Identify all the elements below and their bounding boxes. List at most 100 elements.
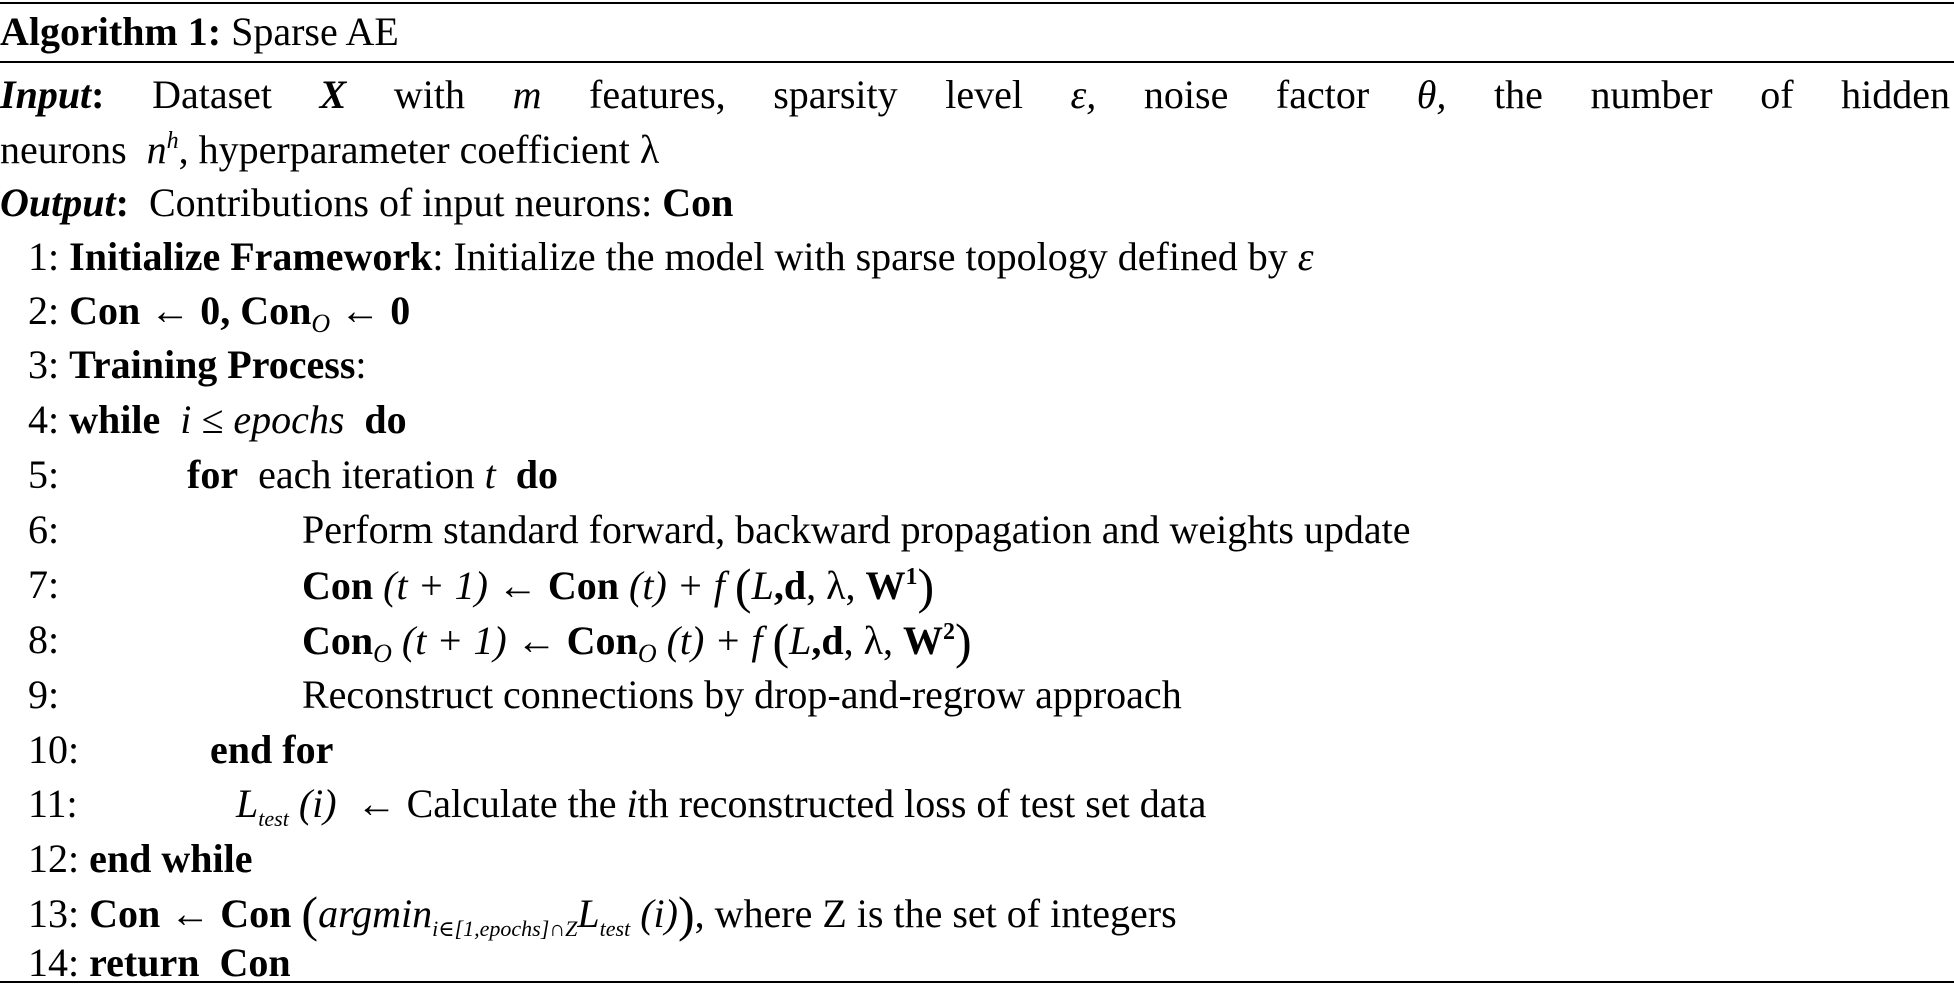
step-4-condition: i ≤ epochs (180, 397, 345, 442)
var-d: ,d (811, 618, 844, 663)
var-L: L (789, 618, 812, 663)
step-3-keyword: Training Process (69, 342, 356, 387)
input-label: Input (0, 72, 92, 117)
return-value: Con (219, 940, 291, 985)
plus-f: + f (676, 563, 725, 608)
step-9-line: Reconstruct connections by drop-and-regr… (302, 672, 1182, 717)
step-4-line: 4: while i ≤ epochs do (28, 400, 407, 440)
output-line: Output: Contributions of input neurons: … (0, 180, 734, 225)
input-line2-suffix: , hyperparameter coefficient λ (178, 127, 660, 172)
input-word: Dataset (152, 72, 273, 117)
t-paren: (t) (666, 618, 705, 663)
argmin-subscript: i∈[1,epochs]∩Z (432, 916, 578, 941)
input-word: the (1493, 72, 1543, 117)
step-13-text: , where Z is the set of integers (694, 891, 1177, 936)
input-word: ε, (1070, 72, 1097, 117)
step-11-line: Ltest (i) ← Calculate the ith reconstruc… (236, 784, 1206, 830)
input-word: noise (1143, 72, 1229, 117)
end-while-keyword: end while (89, 836, 253, 881)
zero: 0 (390, 288, 411, 333)
step-7-line: Con (t + 1) ← Con (t) + f (L,d, λ, W1) (302, 561, 934, 611)
header-rule (0, 61, 1954, 63)
arrow: ← (170, 891, 211, 936)
step-number: 10: (28, 727, 80, 772)
step-14-line: 14: return Con (28, 943, 291, 983)
weight-w: W (903, 618, 944, 663)
input-word: factor (1275, 72, 1370, 117)
colon: : (355, 342, 367, 387)
input-line-1: Input: Dataset X with m features, sparsi… (0, 75, 1950, 115)
step-8-line: ConO (t + 1) ← ConO (t) + f (L,d, λ, W2) (302, 616, 972, 668)
step-number: 2: (28, 288, 60, 333)
var-L: L (236, 781, 259, 826)
left-paren: ( (772, 613, 790, 669)
arrow: ← (356, 781, 397, 826)
lambda: , λ, (843, 618, 904, 663)
step-5-text: each iteration (258, 452, 475, 497)
do-keyword: do (364, 397, 407, 442)
superscript-2: 2 (943, 619, 956, 645)
subscript-o: O (311, 309, 331, 338)
right-paren: ) (917, 558, 935, 614)
var-L: L (577, 891, 600, 936)
argmin: argmin (318, 891, 433, 936)
input-label-wrap: Input: (0, 72, 105, 117)
right-paren: ) (677, 886, 695, 942)
left-paren: ( (734, 558, 752, 614)
input-h: h (166, 128, 179, 154)
con: Con (220, 891, 292, 936)
subscript-test: test (599, 916, 631, 941)
zero: 0, (200, 288, 231, 333)
step-6-line: Perform standard forward, backward propa… (302, 507, 1411, 552)
left-paren: ( (301, 886, 319, 942)
input-word: θ, (1416, 72, 1447, 117)
algorithm-title: Sparse AE (231, 9, 399, 54)
input-n: n (146, 127, 167, 172)
step-11-i: i (626, 781, 638, 826)
step-13-line: 13: Con ← Con (argmini∈[1,epochs]∩ZLtest… (28, 889, 1177, 941)
superscript-1: 1 (905, 564, 918, 590)
output-text: Contributions of input neurons: (148, 180, 653, 225)
step-11-text-a: Calculate the (406, 781, 627, 826)
subscript-o: O (373, 639, 392, 668)
output-label: Output (0, 180, 116, 225)
var-L: L (751, 563, 774, 608)
step-number: 4: (28, 397, 60, 442)
input-word: hidden (1841, 72, 1950, 117)
do-keyword: do (515, 452, 558, 497)
arrow: ← (150, 288, 191, 333)
t-plus-1: (t + 1) (383, 563, 488, 608)
input-word: m (512, 72, 542, 117)
plus-f: + f (714, 618, 763, 663)
t-paren: (t) (629, 563, 667, 608)
step-number: 9: (28, 672, 60, 717)
con: Con (547, 563, 620, 608)
t-plus-1: (t + 1) (401, 618, 507, 663)
step-number: 11: (28, 781, 78, 826)
input-word: with (393, 72, 465, 117)
step-12-line: 12: end while (28, 839, 252, 879)
i-paren: (i) (640, 891, 678, 936)
step-number: 5: (28, 452, 60, 497)
input-line-2: neurons nh, hyperparameter coefficient λ (0, 129, 659, 170)
right-paren: ) (955, 613, 972, 669)
con: Con (69, 288, 141, 333)
step-number: 14: (28, 940, 80, 985)
var-d: ,d (773, 563, 807, 608)
step-2-line: 2: Con ← 0, ConO ← 0 (28, 291, 410, 337)
step-number: 8: (28, 617, 60, 662)
bottom-rule (0, 981, 1954, 983)
step-1-epsilon: ε (1297, 234, 1314, 279)
input-word: features, (589, 72, 726, 117)
weight-w: W (865, 563, 906, 608)
end-for-keyword: end for (210, 727, 334, 772)
subscript-test: test (258, 806, 289, 831)
algorithm-header: Algorithm 1: Sparse AE (0, 12, 399, 52)
step-number: 6: (28, 507, 60, 552)
con-o: Con (240, 288, 312, 333)
step-1-line: 1: Initialize Framework: Initialize the … (28, 237, 1314, 277)
con: Con (302, 563, 374, 608)
step-5-line: for each iteration t do (187, 455, 558, 495)
step-1-text: : Initialize the model with sparse topol… (432, 234, 1298, 279)
input-word: level (945, 72, 1023, 117)
